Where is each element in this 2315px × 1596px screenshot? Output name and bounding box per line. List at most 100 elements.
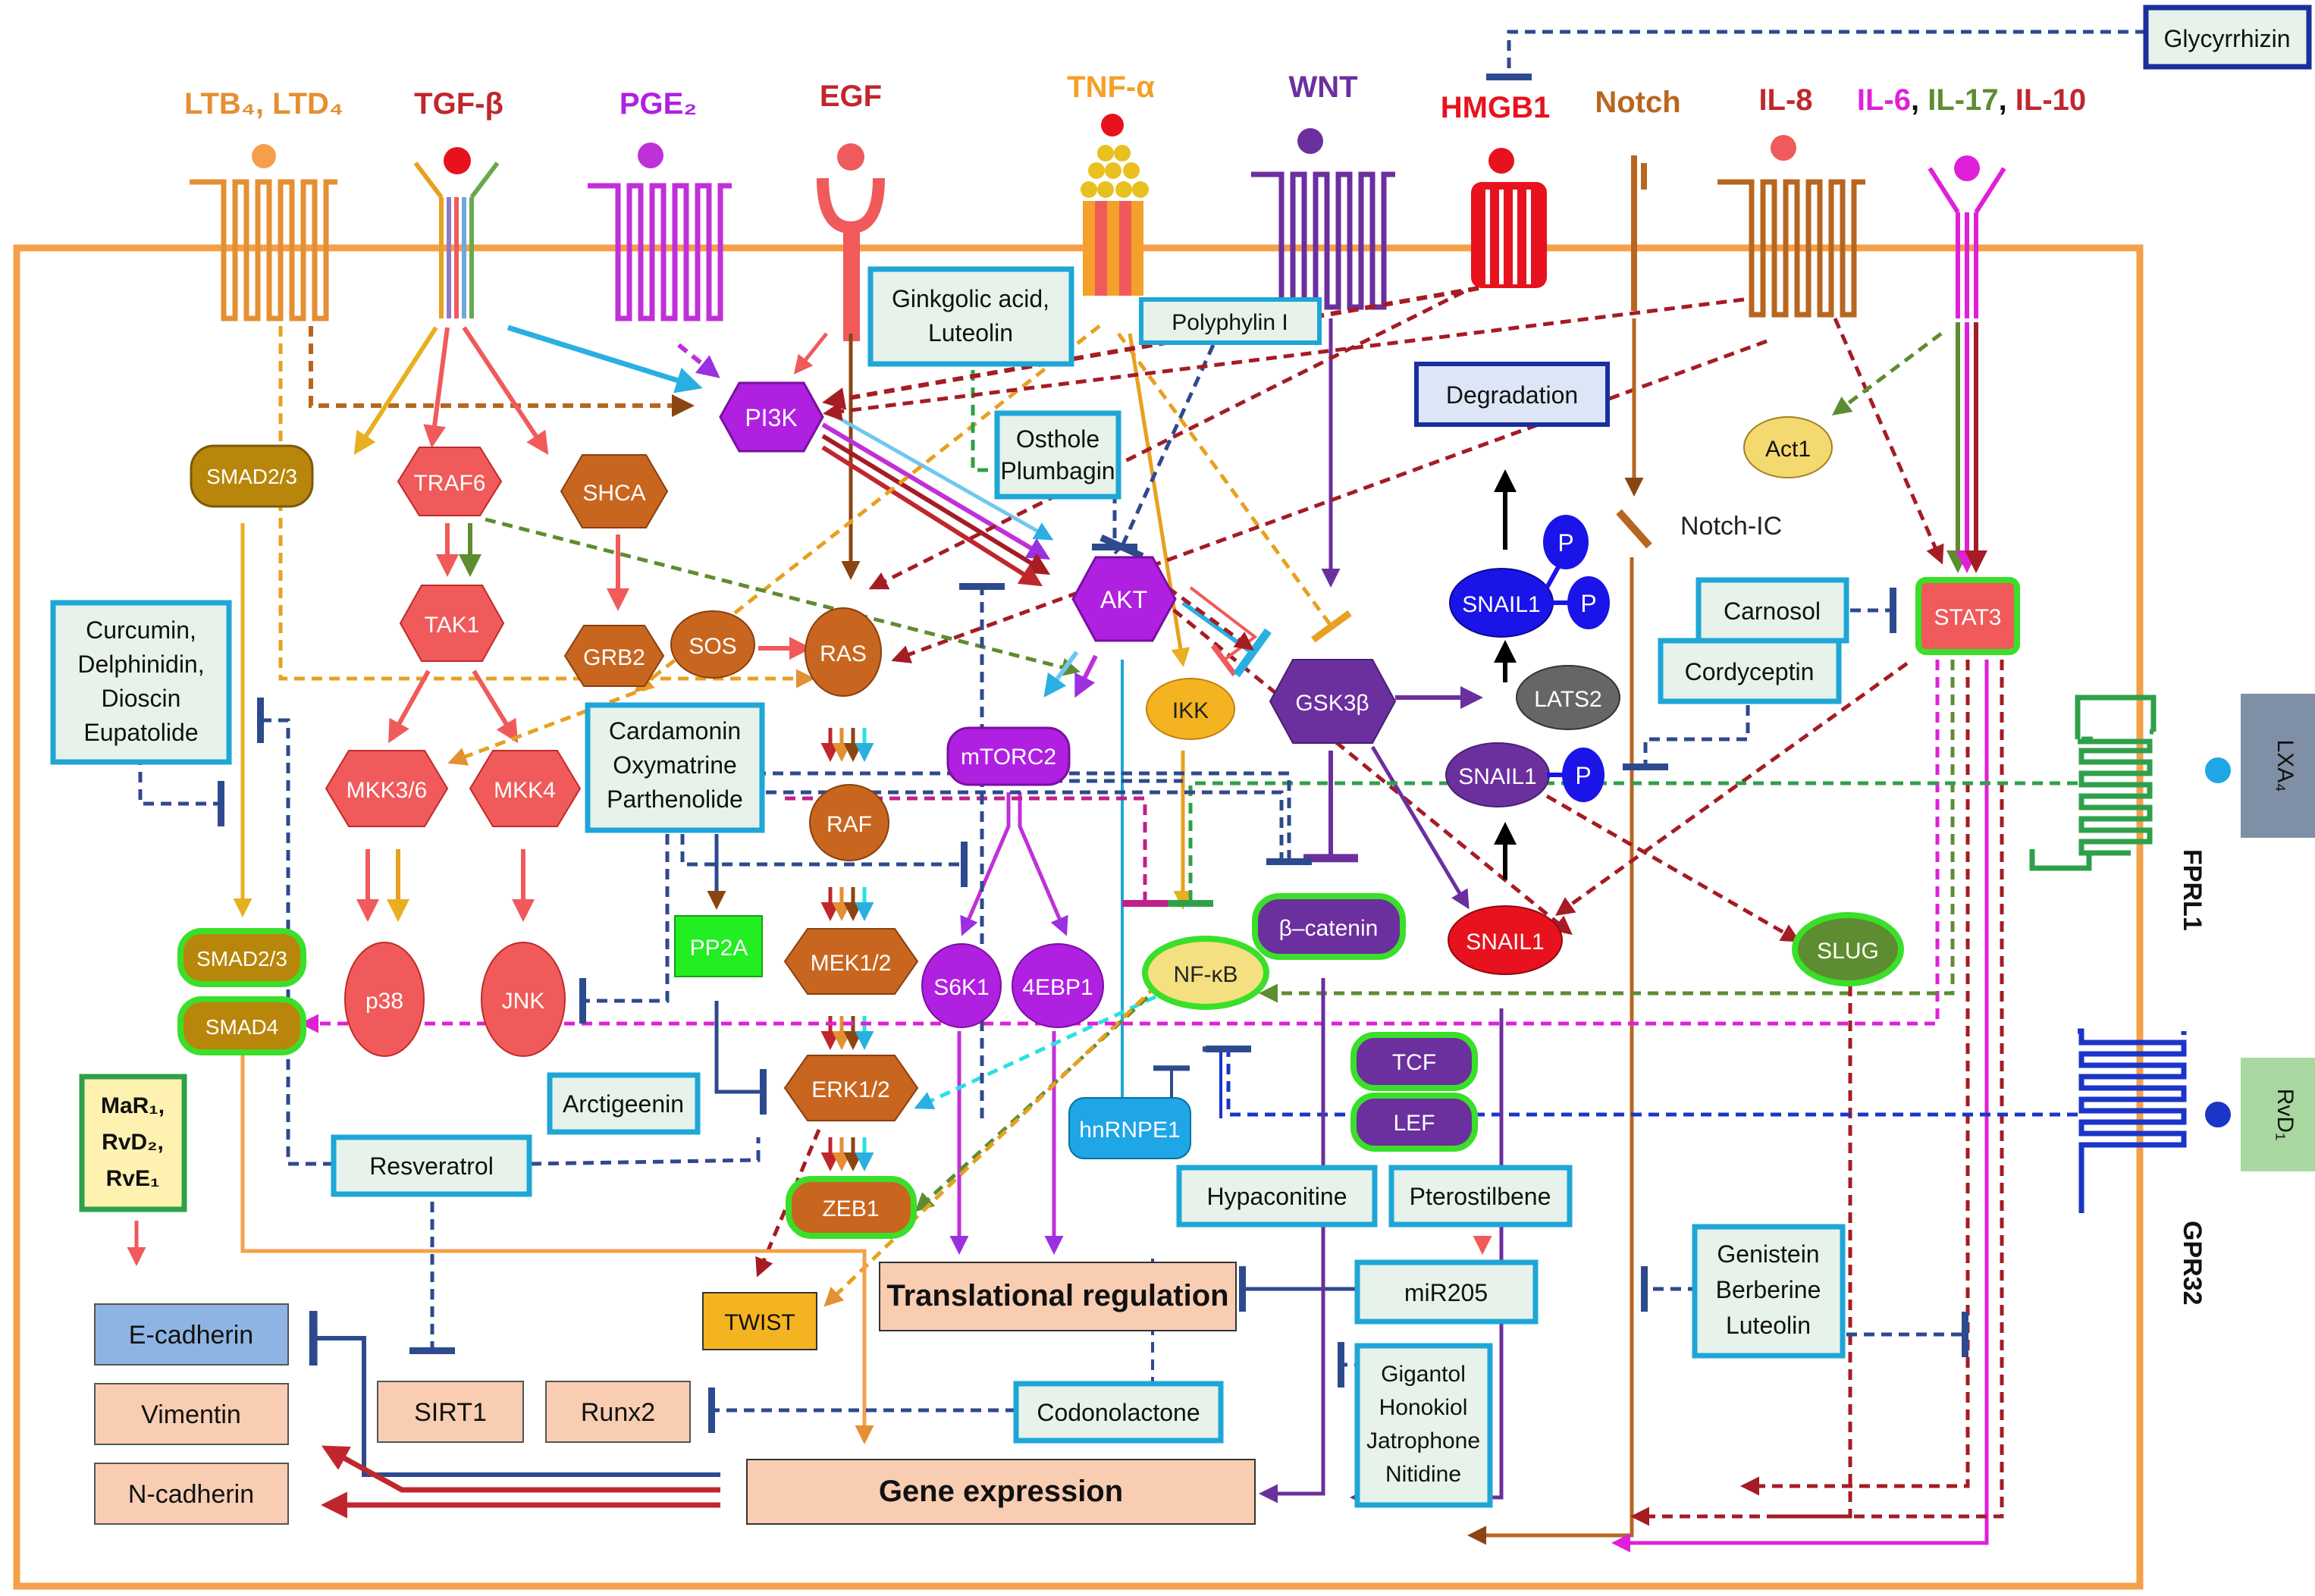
translational-regulation-box: Translational regulation [879, 1262, 1237, 1331]
svg-text:Vimentin: Vimentin [141, 1400, 241, 1429]
svg-text:Honokiol: Honokiol [1379, 1395, 1468, 1420]
il6-ligand [1954, 155, 1980, 181]
svg-text:MEK1/2: MEK1/2 [811, 951, 892, 976]
pterostilbene-box: Pterostilbene [1388, 1165, 1573, 1228]
svg-text:Ginkgolic acid,: Ginkgolic acid, [892, 285, 1049, 312]
traf6-node: TRAF6 [397, 447, 503, 516]
ltb4-receptor [190, 179, 337, 321]
erk12-node: ERK1/2 [783, 1055, 919, 1121]
svg-text:ERK1/2: ERK1/2 [811, 1077, 889, 1102]
svg-text:Glycyrrhizin: Glycyrrhizin [2163, 25, 2290, 52]
svg-text:miR205: miR205 [1404, 1279, 1488, 1306]
glycyrrhizin-box: Glycyrrhizin [2143, 5, 2312, 70]
cordyceptin-box: Cordyceptin [1658, 638, 1842, 704]
svg-text:SNAIL1: SNAIL1 [1458, 764, 1536, 789]
smad23-top-node: SMAD2/3 [190, 444, 314, 508]
genistein-box: Genistein Berberine Luteolin [1692, 1224, 1846, 1359]
resolvins-box: MaR₁, RvD₂, RvE₁ [79, 1074, 187, 1212]
cardamonin-box: Cardamonin Oxymatrine Parthenolide [585, 702, 765, 833]
smad4-node: SMAD4 [177, 996, 306, 1055]
svg-text:mTORC2: mTORC2 [961, 745, 1056, 770]
svg-text:Cardamonin: Cardamonin [609, 717, 741, 745]
shca-node: SHCA [560, 454, 669, 528]
pge2-ligand [638, 143, 663, 168]
snail1-bottom-node: SNAIL1 [1448, 905, 1563, 975]
gpr32-receptor [2078, 1028, 2187, 1213]
slug-node: SLUG [1792, 912, 1904, 986]
svg-text:GSK3β: GSK3β [1295, 691, 1369, 716]
tgfb-ligand [444, 147, 471, 174]
tnfa-label: TNF-α [1067, 71, 1155, 104]
act1-node: Act1 [1743, 416, 1833, 478]
svg-text:ZEB1: ZEB1 [822, 1196, 879, 1221]
svg-text:Gene expression: Gene expression [879, 1475, 1123, 1508]
mtorc2-node: mTORC2 [946, 726, 1071, 786]
svg-text:Delphinidin,: Delphinidin, [77, 651, 204, 678]
svg-text:P: P [1575, 762, 1591, 789]
svg-text:Resveratrol: Resveratrol [369, 1152, 494, 1180]
svg-text:PP2A: PP2A [690, 936, 748, 961]
svg-text:Arctigeenin: Arctigeenin [563, 1090, 684, 1118]
svg-text:Osthole: Osthole [1016, 425, 1099, 453]
svg-text:SHCA: SHCA [582, 481, 645, 506]
svg-text:Runx2: Runx2 [581, 1398, 655, 1427]
grb2-node: GRB2 [563, 625, 665, 687]
stat3-node: STAT3 [1915, 577, 2020, 655]
cell-membrane [13, 244, 2144, 1590]
notch-ic-label: Notch-IC [1680, 512, 1782, 541]
snail1-mid-node: SNAIL1 P [1445, 742, 1605, 807]
wnt-label: WNT [1288, 71, 1357, 104]
il6-receptor [1928, 167, 2006, 318]
ltb4-ligand [252, 144, 276, 168]
svg-text:SMAD2/3: SMAD2/3 [196, 947, 287, 970]
pge2-receptor [588, 183, 732, 321]
svg-text:TCF: TCF [1392, 1050, 1436, 1075]
svg-text:P: P [1580, 590, 1596, 617]
svg-text:LATS2: LATS2 [1534, 687, 1602, 712]
tgfb-receptor [413, 161, 500, 318]
mir205-box: miR205 [1354, 1259, 1539, 1325]
mkk36-node: MKK3/6 [325, 750, 449, 827]
mek12-node: MEK1/2 [783, 928, 919, 995]
wnt-receptor [1251, 171, 1395, 310]
svg-text:IKK: IKK [1172, 698, 1209, 723]
il8-label: IL-8 [1758, 83, 1812, 117]
lxa4-ligand [2205, 757, 2231, 783]
svg-text:Jatrophone: Jatrophone [1366, 1428, 1480, 1453]
svg-text:Parthenolide: Parthenolide [607, 785, 743, 813]
s6k1-node: S6K1 [921, 943, 1002, 1028]
zeb1-node: ZEB1 [786, 1176, 917, 1239]
svg-text:E-cadherin: E-cadherin [129, 1321, 253, 1350]
svg-text:SLUG: SLUG [1817, 939, 1879, 964]
pi3k-node: PI3K [719, 381, 824, 453]
svg-text:Plumbagin: Plumbagin [1000, 457, 1115, 484]
gene-expression-box: Gene expression [746, 1459, 1256, 1525]
pge2-label: PGE₂ [620, 87, 697, 121]
svg-text:hnRNPE1: hnRNPE1 [1079, 1118, 1180, 1143]
svg-text:RvD₁: RvD₁ [2273, 1089, 2298, 1140]
snail1-top-node: SNAIL1 P P [1449, 515, 1610, 638]
svg-text:β–catenin: β–catenin [1279, 916, 1379, 941]
fprl1-receptor [2029, 695, 2157, 871]
svg-text:N-cadherin: N-cadherin [128, 1480, 254, 1509]
svg-text:SMAD4: SMAD4 [205, 1015, 278, 1039]
sirt1-box: SIRT1 [377, 1381, 524, 1443]
n-cadherin-box: N-cadherin [94, 1463, 289, 1525]
svg-text:Oxymatrine: Oxymatrine [613, 751, 737, 779]
curcumin-box: Curcumin, Delphinidin, Dioscin Eupatolid… [50, 600, 232, 765]
svg-text:Carnosol: Carnosol [1724, 597, 1821, 625]
interleukin-labels: IL-6, IL-17, IL-10 [1857, 83, 2086, 117]
lef-node: LEF [1350, 1093, 1478, 1152]
il8-ligand [1771, 135, 1796, 161]
svg-text:RvE₁: RvE₁ [106, 1166, 160, 1191]
hmgb1-ligand [1488, 148, 1514, 174]
svg-text:SIRT1: SIRT1 [414, 1398, 487, 1427]
svg-text:Eupatolide: Eupatolide [83, 719, 198, 746]
svg-text:Cordyceptin: Cordyceptin [1685, 658, 1815, 685]
egf-label: EGF [820, 80, 882, 113]
4ebp1-node: 4EBP1 [1012, 943, 1104, 1028]
svg-text:LEF: LEF [1393, 1111, 1435, 1136]
ikk-node: IKK [1146, 678, 1235, 740]
e-cadherin-box: E-cadherin [94, 1303, 289, 1366]
